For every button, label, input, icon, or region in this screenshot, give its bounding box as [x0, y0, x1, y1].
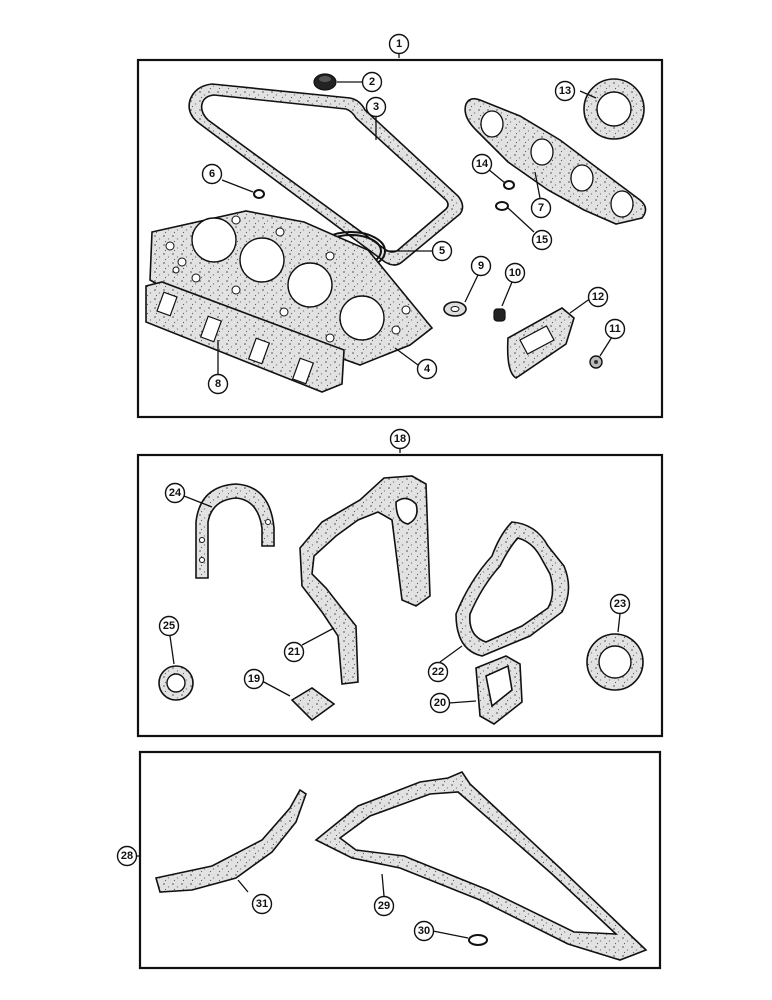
callout-1: 1: [388, 33, 410, 55]
callout-20-label: 20: [434, 697, 446, 709]
callout-29: 29: [373, 895, 395, 917]
washer-30: [468, 934, 488, 946]
callout-1-label: 1: [396, 38, 402, 50]
callout-23-label: 23: [614, 598, 626, 610]
callout-4-label: 4: [424, 363, 431, 375]
square-gasket: [290, 687, 336, 722]
panel-28-frame: [138, 750, 662, 970]
callout-11-label: 11: [609, 323, 621, 335]
callout-28: 28: [116, 845, 138, 867]
plug-10: [493, 308, 506, 322]
rocker-cover-gasket: [188, 83, 464, 266]
callout-13: 13: [554, 80, 576, 102]
callout-24: 24: [164, 482, 186, 504]
callout-10: 10: [504, 262, 526, 284]
callout-25: 25: [158, 615, 180, 637]
callout-6: 6: [201, 163, 223, 185]
callout-13-label: 13: [559, 85, 571, 97]
callout-3-label: 3: [373, 101, 379, 113]
callout-31: 31: [251, 893, 273, 915]
callout-15-label: 15: [536, 234, 548, 246]
callout-10-label: 10: [509, 267, 521, 279]
panel-1-frame: [136, 58, 664, 419]
callout-12: 12: [587, 286, 609, 308]
callout-6-label: 6: [209, 168, 215, 180]
callout-5-label: 5: [439, 245, 445, 257]
rear-main-seal-gasket: [195, 483, 275, 579]
callout-12-label: 12: [592, 291, 604, 303]
callout-21-label: 21: [288, 646, 300, 658]
callout-19: 19: [243, 668, 265, 690]
callout-7: 7: [530, 197, 552, 219]
callout-18: 18: [389, 428, 411, 450]
water-pump-gasket: [455, 521, 570, 657]
callout-9: 9: [470, 255, 492, 277]
callout-8-label: 8: [215, 378, 221, 390]
callout-22: 22: [427, 661, 449, 683]
callout-25-label: 25: [163, 620, 175, 632]
callout-8: 8: [207, 373, 229, 395]
callout-30: 30: [413, 920, 435, 942]
callout-22-label: 22: [432, 666, 444, 678]
callout-18-label: 18: [394, 433, 406, 445]
callout-7-label: 7: [538, 202, 544, 214]
panel-18: [136, 448, 664, 738]
small-washer: [253, 189, 265, 199]
callout-5: 5: [431, 240, 453, 262]
oil-pan-gasket: [314, 771, 648, 961]
callout-2: 2: [361, 71, 383, 93]
callout-9-label: 9: [478, 260, 484, 272]
panel-1: [136, 53, 664, 419]
intake-manifold-gasket: [145, 281, 345, 393]
callout-14: 14: [471, 153, 493, 175]
small-plate-gasket: [475, 655, 523, 725]
timing-cover-gasket: [299, 475, 431, 685]
callout-30-label: 30: [418, 925, 430, 937]
callout-24-label: 24: [169, 487, 182, 499]
exhaust-manifold-gasket: [464, 97, 647, 225]
washer-14: [503, 180, 515, 190]
callout-28-label: 28: [121, 850, 133, 862]
callout-15: 15: [531, 229, 553, 251]
oil-pan-end-gasket: [154, 788, 307, 893]
callout-14-label: 14: [476, 158, 489, 170]
callout-4: 4: [416, 358, 438, 380]
washer-15: [495, 201, 509, 211]
callout-29-label: 29: [378, 900, 390, 912]
panel-18-frame: [136, 453, 664, 738]
callout-11: 11: [604, 318, 626, 340]
callout-21: 21: [283, 641, 305, 663]
panel-28: [137, 750, 662, 970]
callout-23: 23: [609, 593, 631, 615]
callout-20: 20: [429, 692, 451, 714]
callout-3: 3: [365, 96, 387, 118]
callout-31-label: 31: [256, 898, 268, 910]
callout-19-label: 19: [248, 673, 260, 685]
callout-2-label: 2: [369, 76, 375, 88]
